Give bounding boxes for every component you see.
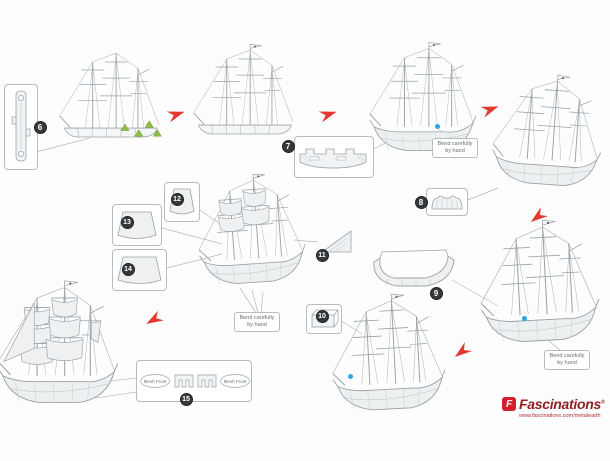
part-9-drawing	[366, 248, 458, 299]
part-13-drawing	[117, 211, 157, 239]
ship-illustration-7	[0, 280, 119, 403]
flow-arrow-1	[164, 105, 187, 124]
ship-illustration-5	[194, 173, 308, 287]
step-badge-12: 12	[170, 192, 184, 206]
brand-website: www.fascinations.com/metalearth	[519, 413, 601, 419]
ship-illustration-2	[193, 44, 294, 135]
part-box-6	[4, 84, 38, 170]
step-badge-13: 13	[120, 215, 134, 229]
ship-illustration-1	[59, 52, 162, 138]
arrow-icon	[454, 342, 472, 358]
fascinations-gear-icon: F	[502, 397, 516, 411]
part-box-8	[426, 188, 468, 216]
attach-point-dot	[348, 374, 353, 379]
brand-name-text: Fascinations	[519, 396, 601, 412]
bend-note-bottom: Bend carefully by hand	[544, 350, 590, 371]
arrow-icon	[146, 310, 164, 324]
part-box-13	[112, 204, 162, 246]
mesh-front-text: Mesh Front	[223, 378, 247, 384]
flow-arrow-6	[450, 340, 474, 363]
step-badge-14: 14	[121, 262, 135, 276]
flow-arrow-3	[478, 100, 501, 119]
flow-arrow-5	[142, 309, 166, 330]
attach-point-dot	[522, 316, 527, 321]
part-7-drawing	[299, 148, 367, 169]
logo-letter: F	[505, 398, 513, 410]
ship-illustration-8	[328, 293, 448, 413]
step-badge-6: 6	[33, 120, 47, 134]
registered-mark: ®	[600, 399, 605, 406]
arrow-icon	[318, 111, 337, 123]
ship-illustration-4	[490, 74, 604, 189]
step-badge-9: 9	[429, 286, 443, 300]
attach-point-dot	[435, 124, 440, 129]
step-badge-11: 11	[315, 248, 329, 262]
brand-logo: F Fascinations®	[502, 396, 605, 412]
bend-note-middle: Bend carefully by hand	[234, 312, 280, 333]
part-15-drawing	[174, 374, 217, 388]
part-8-drawing	[431, 195, 463, 210]
arrow-icon	[480, 106, 499, 118]
brand-name: Fascinations®	[519, 396, 605, 412]
step-badge-8: 8	[414, 195, 428, 209]
bend-note-top: Bend carefully by hand	[432, 138, 478, 159]
ship-illustration-6	[476, 219, 602, 345]
part-box-14	[112, 249, 167, 291]
mesh-front-text: Mesh Front	[143, 378, 167, 384]
part-6-drawing	[11, 90, 31, 162]
step-badge-7: 7	[281, 139, 295, 153]
mesh-front-label-right: Mesh Front	[220, 374, 250, 388]
flow-arrow-2	[316, 105, 339, 124]
step-badge-10: 10	[315, 309, 329, 323]
part-14-drawing	[117, 256, 162, 284]
mesh-front-label-left: Mesh Front	[140, 374, 170, 388]
arrow-icon	[166, 111, 185, 123]
step-badge-15: 15	[179, 392, 193, 406]
part-box-7	[294, 136, 374, 178]
part-9-hull-piece	[373, 249, 455, 287]
part-box-15: Mesh Front Mesh Front	[136, 360, 252, 402]
